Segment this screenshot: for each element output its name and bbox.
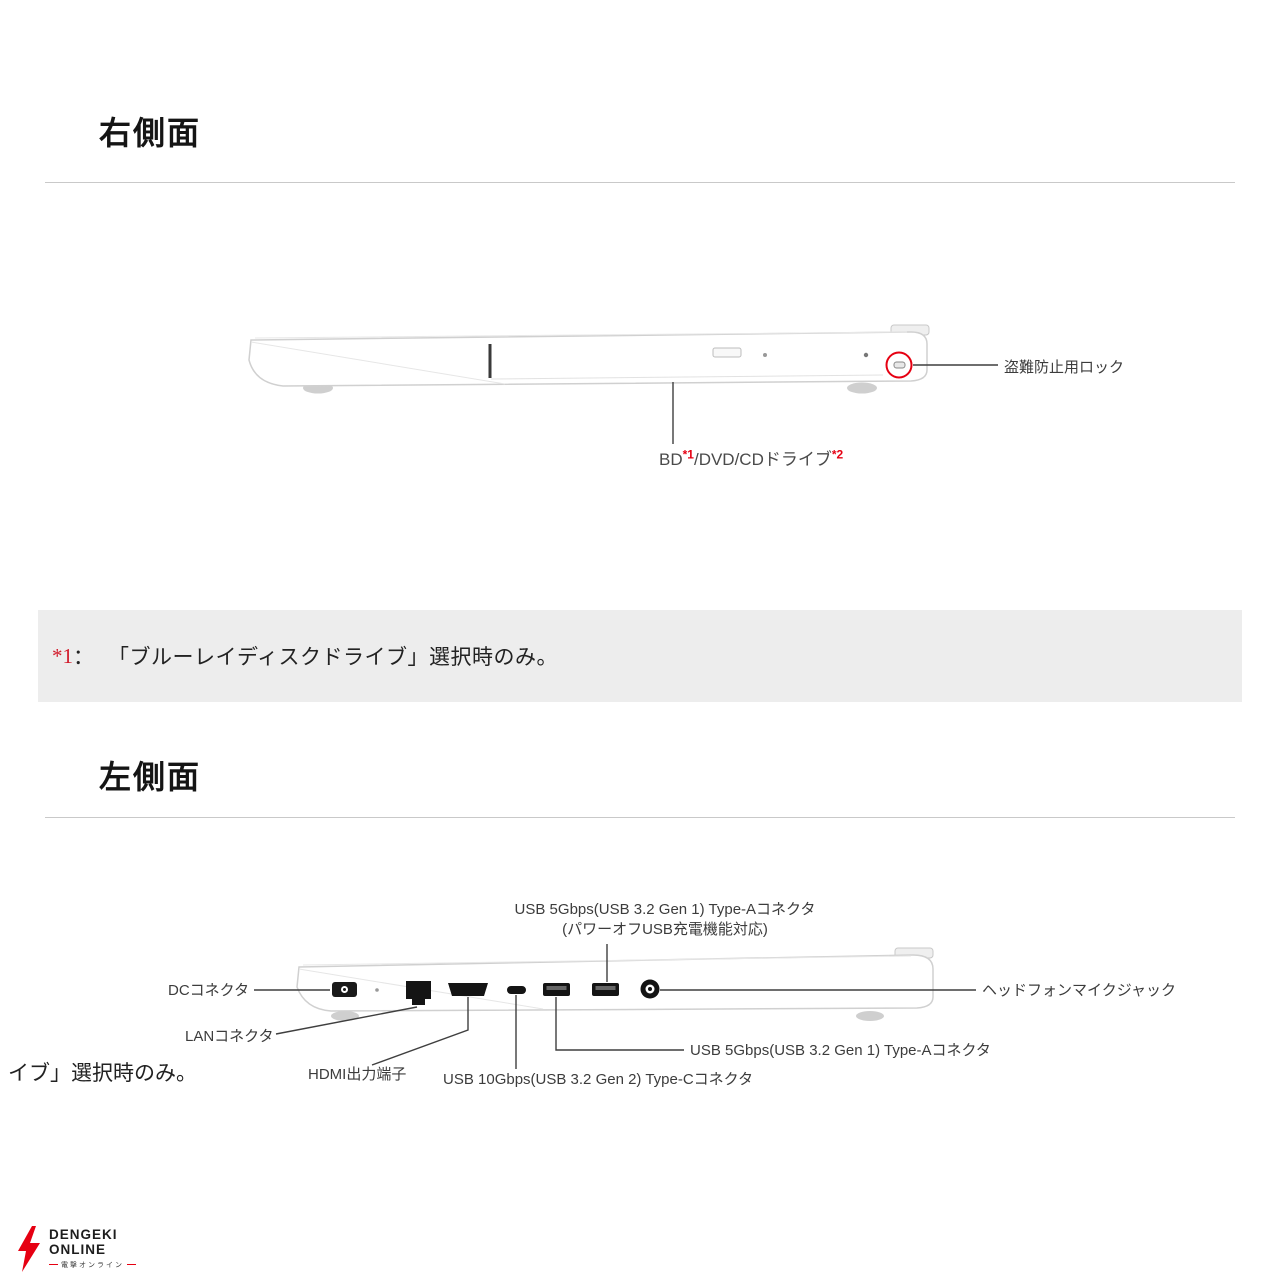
- wedge-edge: [250, 341, 506, 385]
- emergency-eject-hole: [763, 353, 767, 357]
- label-usb-c-connector: USB 10Gbps(USB 3.2 Gen 2) Type-Cコネクタ: [443, 1071, 754, 1088]
- headphone-jack: [640, 979, 660, 999]
- label-optical-drive: BD*1/DVD/CDドライブ*2: [659, 445, 843, 470]
- laptop-foot: [856, 1011, 884, 1021]
- logo-line2: ONLINE: [49, 1242, 107, 1257]
- logo-subtitle-row: 電撃オンライン: [49, 1260, 136, 1270]
- laptop-left-side-illustration: [296, 947, 934, 1021]
- label-usb-a-top-line1: USB 5Gbps(USB 3.2 Gen 1) Type-Aコネクタ: [514, 901, 816, 918]
- lightning-bolt-icon: [18, 1226, 40, 1272]
- label-usb-a-right: USB 5Gbps(USB 3.2 Gen 1) Type-Aコネクタ: [690, 1042, 991, 1059]
- laptop-foot: [331, 1011, 359, 1021]
- footnote-colon: ：: [73, 646, 94, 669]
- dengeki-online-logo: DENGEKI ONLINE 電撃オンライン: [16, 1226, 136, 1272]
- divider: [45, 182, 1235, 183]
- footnote-ref-1: *1: [682, 447, 694, 462]
- footnote-ref-2: *2: [831, 447, 844, 462]
- logo-subtitle: 電撃オンライン: [61, 1261, 124, 1269]
- label-usb-a-top-line2: (パワーオフUSB充電機能対応): [562, 921, 768, 938]
- footnote-marker: *1: [52, 643, 73, 668]
- clipped-note-text: イブ」選択時のみ。: [8, 1062, 197, 1085]
- usb-c-port: [507, 986, 526, 994]
- label-headphone-mic-jack: ヘッドフォンマイクジャック: [982, 982, 1176, 999]
- laptop-body: [248, 331, 928, 387]
- left-side-heading: 左側面: [99, 759, 202, 795]
- lock-highlight-circle: [885, 351, 913, 379]
- logo-text-block: DENGEKI ONLINE 電撃オンライン: [49, 1227, 136, 1270]
- lid-seam: [254, 331, 908, 339]
- footnote-box: *1 ： 「ブルーレイディスクドライブ」選択時のみ。: [38, 610, 1242, 702]
- label-anti-theft-lock: 盗難防止用ロック: [1004, 359, 1125, 376]
- laptop-foot: [847, 382, 877, 394]
- pinhole: [375, 988, 379, 992]
- footnote-text: 「ブルーレイディスクドライブ」選択時のみ。: [108, 646, 559, 669]
- hdmi-port: [448, 983, 488, 996]
- right-side-heading: 右側面: [99, 115, 202, 151]
- divider: [45, 817, 1235, 818]
- laptop-right-side-illustration: [248, 324, 930, 394]
- indicator-dot: [863, 352, 869, 358]
- logo-line1: DENGEKI: [49, 1227, 118, 1243]
- dc-port: [332, 982, 357, 997]
- usb-a-port-2: [592, 983, 619, 996]
- optical-drive-eject-button: [712, 347, 742, 358]
- label-lan-connector: LANコネクタ: [185, 1028, 274, 1045]
- drive-seam: [490, 374, 884, 380]
- drive-label-dvdcd: /DVD/CDドライブ: [693, 450, 832, 469]
- drive-label-bd: BD: [659, 450, 683, 469]
- label-hdmi-output: HDMI出力端子: [308, 1066, 407, 1083]
- usb-a-port-1: [543, 983, 570, 996]
- security-lock-slot: [893, 361, 906, 369]
- label-dc-connector: DCコネクタ: [168, 982, 250, 999]
